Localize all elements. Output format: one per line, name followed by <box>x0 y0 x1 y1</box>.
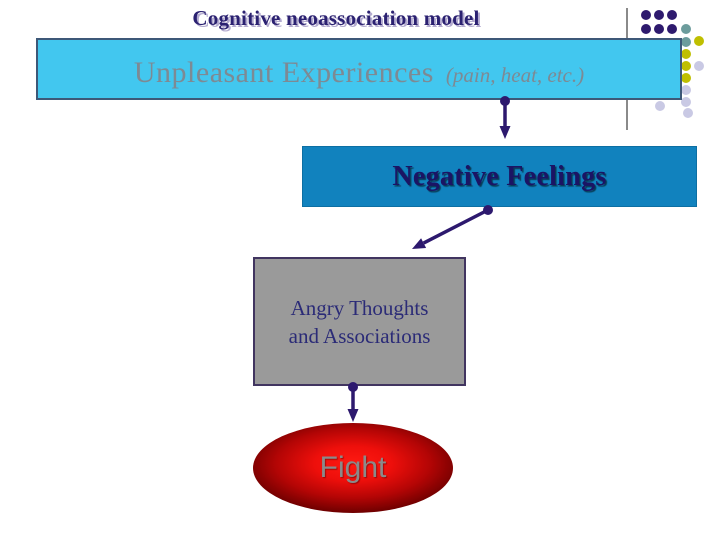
arrow-negative-to-angry <box>412 205 493 249</box>
arrow-shaft <box>422 208 489 245</box>
arrow-head-icon <box>412 238 427 249</box>
decorative-dot <box>641 10 651 20</box>
arrow-unpleasant-to-negative <box>499 96 511 139</box>
slide-title: Cognitive neoassociation model <box>192 6 480 30</box>
node-unpleasant-experiences: Unpleasant Experiences (pain, heat, etc.… <box>36 38 682 100</box>
arrow-head-icon <box>499 126 511 139</box>
decorative-dot <box>681 24 691 34</box>
decorative-dot <box>694 61 704 71</box>
arrow-head-icon <box>347 409 359 422</box>
arrow-angry-to-fight <box>347 382 359 422</box>
decorative-dot <box>655 101 665 111</box>
unpleasant-experiences-sublabel: (pain, heat, etc.) <box>445 63 585 87</box>
decorative-dot <box>667 10 677 20</box>
fight-label: Fight <box>319 451 387 484</box>
negative-feelings-label: Negative Feelings <box>392 160 607 192</box>
decorative-dot <box>681 49 691 59</box>
decorative-dot <box>654 10 664 20</box>
decorative-dot <box>694 36 704 46</box>
angry-thoughts-label-line2: and Associations <box>288 323 431 348</box>
decorative-dot <box>654 24 664 34</box>
node-angry-thoughts: Angry Thoughts and Associations <box>253 257 466 386</box>
decorative-dot <box>641 24 651 34</box>
node-negative-feelings: Negative Feelings <box>302 146 697 207</box>
decorative-dot <box>681 73 691 83</box>
decorative-dot <box>667 24 677 34</box>
decorative-dot <box>681 61 691 71</box>
decorative-dot <box>681 97 691 107</box>
decorative-dot <box>681 85 691 95</box>
unpleasant-experiences-label: Unpleasant Experiences <box>133 56 434 89</box>
decorative-dot <box>683 108 693 118</box>
node-fight: Fight <box>253 423 453 513</box>
angry-thoughts-label-line1: Angry Thoughts <box>290 295 429 320</box>
decorative-dot <box>681 37 691 47</box>
